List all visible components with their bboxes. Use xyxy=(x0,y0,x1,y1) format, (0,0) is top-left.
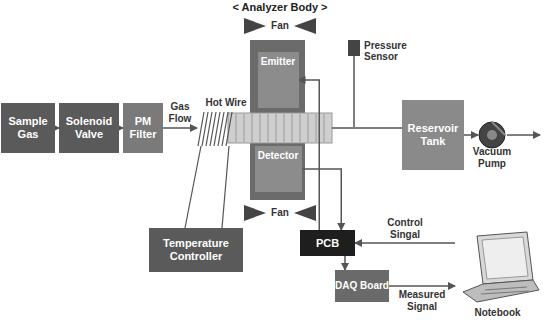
tube-stripe xyxy=(244,114,245,142)
gas-line xyxy=(160,127,197,129)
fan-blade xyxy=(244,18,266,34)
fan-blade xyxy=(244,205,266,221)
signal-connector xyxy=(302,169,342,230)
node-text: Reservoir Tank xyxy=(402,122,464,147)
valve-box: Solenoid Valve xyxy=(59,103,119,153)
tube-stripe xyxy=(316,114,317,142)
tube-stripe xyxy=(292,114,293,142)
laptop-illustration xyxy=(455,230,540,304)
coil-turn xyxy=(226,112,232,146)
tube-stripe xyxy=(284,114,285,142)
fan-blade xyxy=(294,18,316,34)
detector-box: Detector xyxy=(255,146,302,192)
tube-stripes xyxy=(236,114,324,142)
signal-connector xyxy=(344,256,346,270)
sensor-symbol xyxy=(348,40,360,56)
heater-wire xyxy=(185,146,201,228)
node-text: Temperature Controller xyxy=(149,237,243,262)
signal-connector xyxy=(299,80,320,230)
sensor-line xyxy=(353,56,355,127)
pump-symbol xyxy=(478,121,506,149)
emitter-box: Emitter xyxy=(258,52,299,108)
flow-label: Gas Flow xyxy=(162,101,198,124)
node-text: Sample Gas xyxy=(1,115,55,140)
notebook-node: Notebook xyxy=(455,230,540,318)
sample-tube xyxy=(228,113,332,143)
daq-box: DAQ Board xyxy=(335,270,389,302)
diagram-title: < Analyzer Body > xyxy=(205,1,355,14)
edge-label: Control Singal xyxy=(380,217,430,240)
tube-stripe xyxy=(300,114,301,142)
tank-box: Reservoir Tank xyxy=(402,100,464,170)
tube-stripe xyxy=(236,114,237,142)
node-text: Notebook xyxy=(474,307,520,319)
pcb-box: PCB xyxy=(300,230,355,256)
node-text: Detector xyxy=(258,150,299,162)
fan-label: Fan xyxy=(266,20,294,32)
tube-stripe xyxy=(260,114,261,142)
node-text: Solenoid Valve xyxy=(59,115,119,140)
heater-wire xyxy=(222,146,229,228)
node-text: Pressure Sensor xyxy=(364,40,426,63)
fan-blade xyxy=(294,205,316,221)
tube-stripe xyxy=(252,114,253,142)
node-text: PM Filter xyxy=(123,115,163,140)
tube-stripe xyxy=(308,114,309,142)
hot-wire-coil xyxy=(198,112,232,146)
sensor-node: Pressure Sensor xyxy=(346,38,426,64)
source-box: Sample Gas xyxy=(1,103,55,153)
node-text: Vacuum Pump xyxy=(470,146,514,169)
pump-node: Vacuum Pump xyxy=(470,121,514,169)
edge-label: Measured Signal xyxy=(397,289,447,312)
filter-box: PM Filter xyxy=(123,103,163,153)
part-label: Hot Wire xyxy=(203,97,249,109)
signal-connector xyxy=(389,285,455,287)
signal-connector xyxy=(464,134,478,136)
tube-stripe xyxy=(324,114,325,142)
node-text: PCB xyxy=(316,237,339,250)
signal-connector xyxy=(355,242,455,244)
node-text: DAQ Board xyxy=(335,280,389,292)
tube-stripe xyxy=(268,114,269,142)
controller-box: Temperature Controller xyxy=(149,228,243,272)
tube-stripe xyxy=(276,114,277,142)
gas-line xyxy=(332,127,404,129)
fan-label: Fan xyxy=(266,207,294,219)
node-text: Emitter xyxy=(261,56,295,68)
exhaust-line xyxy=(507,134,540,136)
